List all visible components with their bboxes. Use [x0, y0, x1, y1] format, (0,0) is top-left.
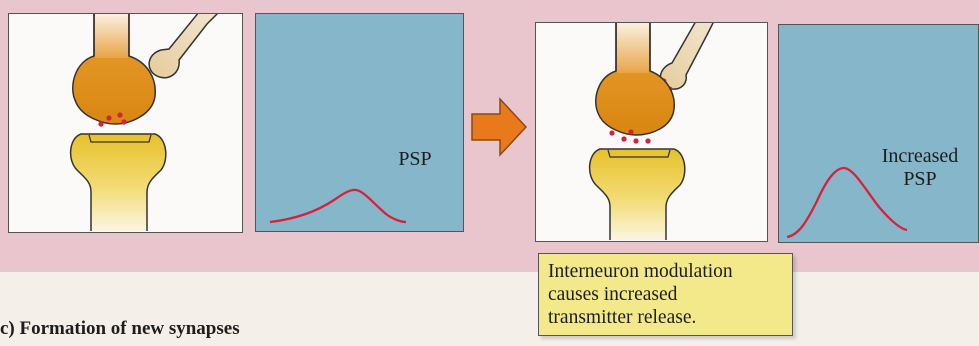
callout-line2: causes increased: [548, 283, 783, 306]
synapse-panel-before: [8, 13, 243, 233]
section-title: c) Formation of new synapses: [0, 318, 240, 340]
psp-graph-after: Increased PSP: [778, 24, 979, 243]
psp-graph-before: PSP: [255, 13, 464, 232]
callout-line1: Interneuron modulation: [548, 260, 783, 283]
increased-label-line1: Increased: [865, 145, 975, 168]
transition-arrow-icon: [470, 96, 530, 158]
synapse-panel-after: [535, 22, 768, 242]
synapse-illustration-after: [536, 23, 766, 240]
interneuron-terminal-icon: [149, 14, 219, 78]
presynaptic-terminal-icon: [596, 23, 675, 135]
presynaptic-terminal-icon: [73, 14, 155, 124]
modulation-callout: Interneuron modulation causes increased …: [538, 253, 793, 336]
psp-label: PSP: [380, 148, 450, 171]
psp-trace-after: [779, 25, 977, 241]
postsynaptic-spine-icon: [71, 134, 166, 231]
postsynaptic-spine-icon: [590, 149, 685, 240]
psp-trace-before: [256, 14, 462, 230]
synapse-illustration-before: [9, 14, 241, 231]
callout-line3: transmitter release.: [548, 306, 783, 329]
interneuron-terminal-icon: [660, 23, 714, 89]
psp-label-line2: PSP: [865, 168, 975, 191]
increased-psp-label: Increased PSP: [865, 145, 975, 191]
